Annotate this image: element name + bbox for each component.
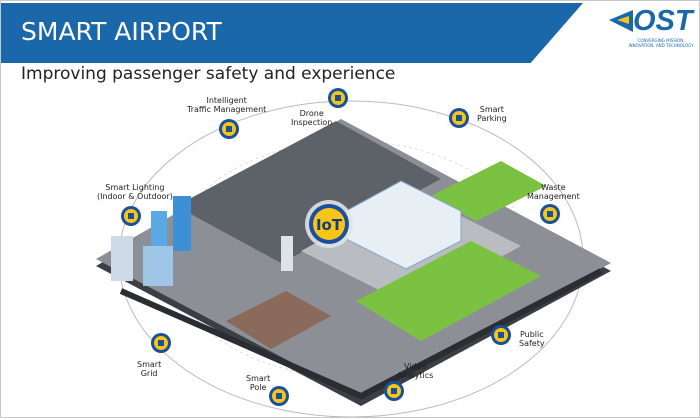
- logo-wordmark: OST: [633, 5, 693, 37]
- camera-icon: [384, 381, 404, 401]
- page-subtitle: Improving passenger safety and experienc…: [21, 64, 396, 84]
- title-banner: [1, 3, 583, 63]
- office-building-2: [143, 246, 173, 286]
- recycle-icon: [540, 204, 560, 224]
- ost-logo-icon: [609, 10, 633, 32]
- logo-tagline: CONVERGING MISSION, INNOVATION, AND TECH…: [628, 38, 694, 48]
- iot-label: IoT: [316, 216, 343, 234]
- page-title: SMART AIRPORT: [21, 17, 222, 46]
- green-area: [356, 241, 541, 341]
- lightbulb-icon: [121, 206, 141, 226]
- runway: [176, 121, 441, 263]
- shield-icon: [491, 325, 511, 345]
- green-area-2: [431, 161, 546, 221]
- office-building: [111, 236, 133, 281]
- skyscraper: [173, 196, 191, 251]
- grid-icon: [151, 333, 171, 353]
- parking-garage: [226, 291, 331, 349]
- label-smart-lighting: Smart Lighting(Indoor & Outdoor): [97, 183, 173, 201]
- pole-icon: [269, 386, 289, 406]
- drone-icon: [328, 88, 348, 108]
- control-tower: [281, 236, 293, 271]
- car-icon: [449, 108, 469, 128]
- traffic-light-icon: [219, 119, 239, 139]
- road: [119, 268, 603, 400]
